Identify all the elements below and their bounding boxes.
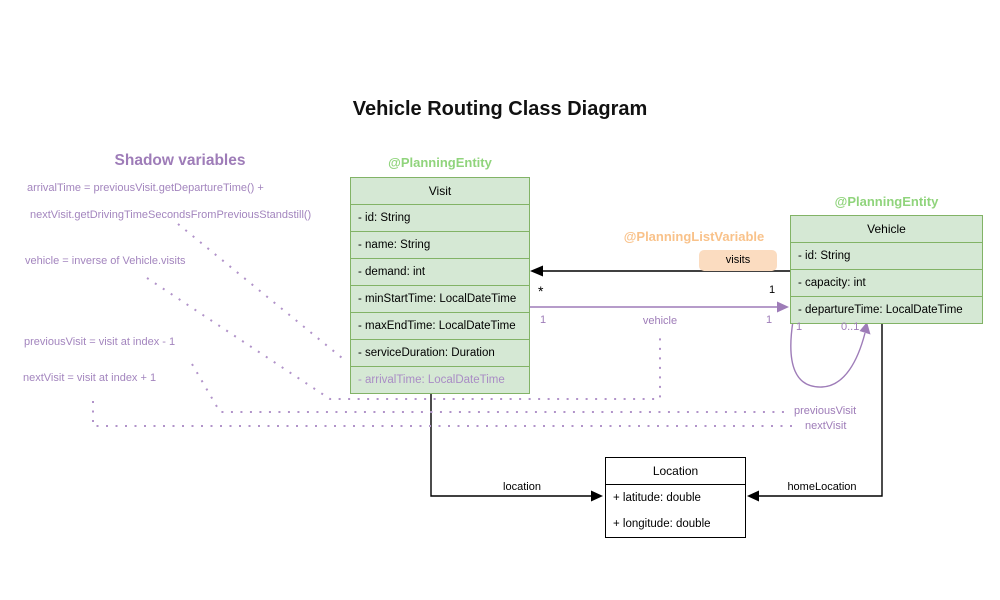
visits-source-multiplicity: 1 — [769, 284, 776, 296]
vehicle-stereotype: @PlanningEntity — [834, 194, 939, 209]
arrival-time-connector — [177, 223, 348, 363]
vehicle-field-capacity: - capacity: int — [791, 270, 982, 297]
vehicle-class-name: Vehicle — [791, 216, 982, 243]
shadow-variables-heading: Shadow variables — [114, 152, 246, 169]
vehicle-edge-label: vehicle — [642, 315, 678, 327]
location-edge — [430, 385, 597, 497]
visits-target-multiplicity: * — [538, 283, 544, 299]
vehicle-class[interactable]: Vehicle - id: String - capacity: int - d… — [790, 215, 983, 324]
previous-visit-label: previousVisit — [794, 405, 857, 417]
visit-class-name: Visit — [351, 178, 529, 205]
vehicle-arrowhead-icon — [777, 301, 789, 313]
self-loop-target-multiplicity: 0..1 — [841, 321, 860, 333]
home-location-arrowhead-icon — [747, 490, 759, 502]
visits-edge-label[interactable]: visits — [699, 250, 777, 271]
annotation-next-visit: nextVisit = visit at index + 1 — [23, 372, 157, 384]
visit-class[interactable]: Visit - id: String - name: String - dema… — [350, 177, 530, 394]
next-visit-connector — [92, 401, 799, 427]
visit-field-arrival-time: - arrivalTime: LocalDateTime — [358, 374, 505, 386]
location-class[interactable]: Location + latitude: double + longitude:… — [605, 457, 746, 538]
annotation-previous-visit: previousVisit = visit at index - 1 — [24, 336, 176, 348]
home-location-edge-label: homeLocation — [787, 481, 857, 493]
visit-field-demand: - demand: int — [351, 259, 529, 286]
vehicle-field-departure-time: - departureTime: LocalDateTime — [798, 304, 963, 316]
location-field-latitude: + latitude: double — [613, 492, 701, 504]
visit-field-min-start-time: - minStartTime: LocalDateTime — [351, 286, 529, 313]
diagram-title: Vehicle Routing Class Diagram — [352, 98, 648, 120]
visits-arrowhead-icon — [530, 265, 543, 277]
visit-field-name: - name: String — [351, 232, 529, 259]
annotation-arrival-time-2: nextVisit.getDrivingTimeSecondsFromPrevi… — [30, 209, 312, 221]
visit-field-id: - id: String — [351, 205, 529, 232]
visit-field-max-end-time: - maxEndTime: LocalDateTime — [351, 313, 529, 340]
vehicle-source-multiplicity: 1 — [540, 314, 547, 326]
planning-list-variable-stereotype: @PlanningListVariable — [623, 229, 765, 244]
vehicle-target-multiplicity: 1 — [766, 314, 773, 326]
location-edge-label: location — [503, 481, 541, 493]
location-class-name: Location — [606, 458, 745, 485]
visit-field-service-duration: - serviceDuration: Duration — [351, 340, 529, 367]
next-visit-label: nextVisit — [805, 420, 847, 432]
location-arrowhead-icon — [591, 490, 603, 502]
vehicle-field-id: - id: String — [791, 243, 982, 270]
location-field-longitude: + longitude: double — [613, 518, 711, 530]
annotation-arrival-time: arrivalTime = previousVisit.getDeparture… — [27, 182, 264, 194]
visit-stereotype: @PlanningEntity — [388, 155, 492, 170]
self-loop-source-multiplicity: 1 — [796, 321, 803, 333]
annotation-vehicle: vehicle = inverse of Vehicle.visits — [25, 255, 186, 267]
